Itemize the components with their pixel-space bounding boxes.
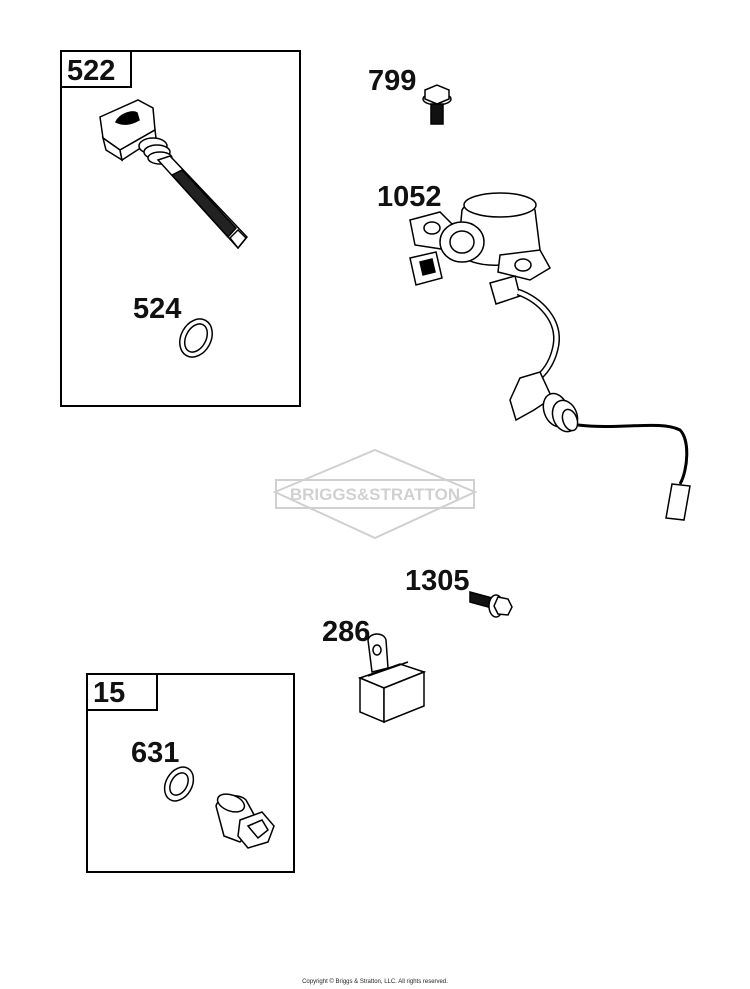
briggs-stratton-watermark: BRIGGS&STRATTON xyxy=(272,448,478,540)
part-number-631[interactable]: 631 xyxy=(131,737,179,769)
part-number-286[interactable]: 286 xyxy=(322,616,370,648)
dipstick-illustration xyxy=(99,99,248,250)
part-number-524[interactable]: 524 xyxy=(133,293,181,325)
part-number-15[interactable]: 15 xyxy=(93,677,125,709)
watermark-text: BRIGGS&STRATTON xyxy=(290,485,460,504)
kit-box-522: 522 xyxy=(60,50,301,407)
part-number-1052[interactable]: 1052 xyxy=(377,181,442,213)
drain-plug-illustration xyxy=(215,793,275,849)
washer-631-illustration xyxy=(163,766,195,802)
oil-sensor-1052-illustration xyxy=(409,192,691,521)
o-ring-524-illustration xyxy=(179,318,213,358)
bolt-799-illustration xyxy=(422,84,452,125)
copyright-notice: Copyright © Briggs & Stratton, LLC. All … xyxy=(302,979,448,985)
part-number-1305[interactable]: 1305 xyxy=(405,565,470,597)
kit-box-15: 15 xyxy=(86,673,295,873)
part-number-522[interactable]: 522 xyxy=(67,55,115,87)
module-286-illustration xyxy=(357,633,427,724)
bolt-1305-illustration xyxy=(469,591,513,618)
part-number-799[interactable]: 799 xyxy=(368,65,416,97)
